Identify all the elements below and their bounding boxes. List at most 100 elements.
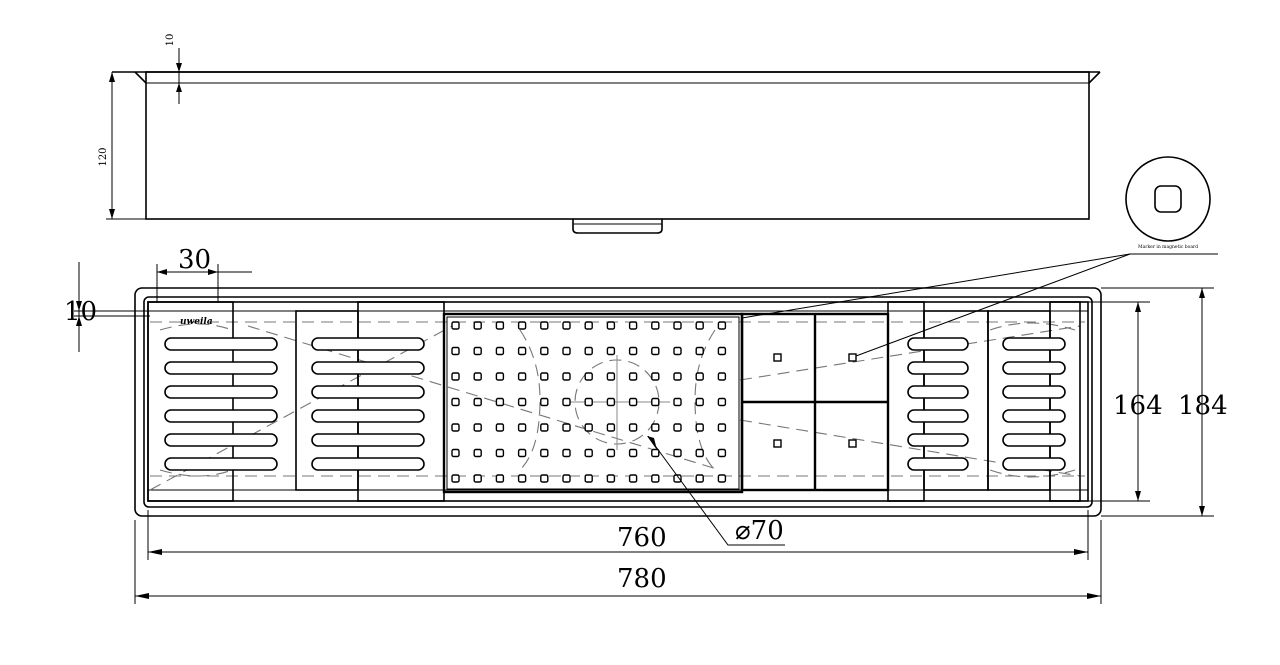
rim-offset-dim: 10: [64, 297, 97, 327]
perforation-hole: [517, 346, 527, 356]
drain-slot: [164, 409, 278, 423]
perforation-hole: [606, 321, 616, 330]
drain-slot: [1002, 385, 1066, 399]
perforation-hole: [451, 372, 460, 381]
drain-slot: [311, 385, 425, 399]
perforation-hole: [584, 321, 593, 330]
perforation-hole: [628, 321, 638, 330]
outer-length-dim: 780: [617, 564, 667, 594]
perforation-hole: [495, 346, 505, 356]
perforation-hole: [495, 372, 505, 381]
perforation-hole: [451, 448, 460, 458]
perforation-hole: [695, 321, 704, 330]
perforation-hole: [451, 346, 460, 356]
perforation-hole: [473, 448, 482, 458]
perforation-hole: [673, 397, 682, 407]
perforation-holes: [451, 321, 727, 483]
perforation-hole: [606, 346, 616, 356]
perforation-hole: [584, 372, 593, 381]
drain-slot: [907, 385, 969, 399]
perforation-hole: [673, 474, 682, 483]
perforation-hole: [540, 448, 549, 458]
perforation-hole: [717, 423, 727, 432]
perforation-hole: [651, 372, 660, 381]
perforation-hole: [473, 474, 482, 483]
perforation-hole: [517, 474, 527, 483]
perforation-hole: [651, 321, 660, 330]
perforation-hole: [717, 346, 727, 356]
perforation-hole: [562, 321, 571, 330]
perforation-hole: [584, 423, 593, 432]
perforation-hole: [495, 423, 505, 432]
drain-slot: [164, 337, 278, 351]
perforation-hole: [695, 423, 704, 432]
drain-slot: [1002, 433, 1066, 447]
perforation-hole: [540, 346, 549, 356]
drain-slot: [164, 385, 278, 399]
perforation-hole: [628, 346, 638, 356]
perforation-hole: [717, 321, 727, 330]
perforation-hole: [695, 448, 704, 458]
inner-length-dim: 760: [617, 523, 667, 553]
drain-slot: [907, 433, 969, 447]
perforation-hole: [717, 372, 727, 381]
perforation-hole: [451, 397, 460, 407]
perforation-hole: [628, 397, 638, 407]
perforation-hole: [495, 448, 505, 458]
perforation-hole: [606, 448, 616, 458]
perforation-hole: [473, 372, 482, 381]
perforation-hole: [673, 423, 682, 432]
inner-width-dim: 164: [1113, 391, 1163, 421]
drain-slot: [1002, 361, 1066, 375]
perforation-hole: [562, 372, 571, 381]
perforation-hole: [584, 448, 593, 458]
rim-width-dim: 30: [178, 245, 211, 275]
perforation-hole: [673, 372, 682, 381]
perforation-hole: [562, 346, 571, 356]
perforation-hole: [540, 474, 549, 483]
drain-slot: [311, 457, 425, 471]
perforation-hole: [628, 423, 638, 432]
perforation-hole: [540, 397, 549, 407]
perforation-hole: [606, 474, 616, 483]
dimension-lines: [74, 262, 1214, 604]
perforation-hole: [695, 372, 704, 381]
side-depth-dim: 120: [98, 147, 109, 166]
perforation-hole: [628, 372, 638, 381]
perforation-hole: [584, 397, 593, 407]
drain-slot: [907, 457, 969, 471]
perforation-hole: [606, 372, 616, 381]
outer-width-dim: 184: [1178, 391, 1228, 421]
perforation-hole: [517, 423, 527, 432]
side-flange-dim: 10: [165, 34, 176, 47]
perforation-hole: [517, 372, 527, 381]
perforation-hole: [451, 474, 460, 483]
perforation-hole: [695, 474, 704, 483]
perforation-hole: [651, 346, 660, 356]
drainer-slots: [164, 337, 1066, 471]
drain-slot: [311, 361, 425, 375]
perforation-hole: [606, 397, 616, 407]
drain-slot: [164, 457, 278, 471]
perforation-hole: [473, 423, 482, 432]
perforation-hole: [673, 321, 682, 330]
perforation-hole: [562, 397, 571, 407]
drain-slot: [1002, 457, 1066, 471]
perforation-hole: [651, 474, 660, 483]
perforation-hole: [673, 448, 682, 458]
brand-logo: uweila: [180, 317, 213, 327]
drain-slot: [907, 361, 969, 375]
perforation-hole: [562, 448, 571, 458]
perforation-hole: [695, 346, 704, 356]
drain-slot: [907, 409, 969, 423]
perforation-hole: [473, 346, 482, 356]
perforation-hole: [451, 423, 460, 432]
perforation-hole: [628, 474, 638, 483]
perforation-hole: [584, 474, 593, 483]
perforation-hole: [540, 372, 549, 381]
perforation-hole: [651, 448, 660, 458]
perforation-hole: [717, 448, 727, 458]
perforation-hole: [673, 346, 682, 356]
perforation-hole: [517, 321, 527, 330]
detail-note: Marker in magnetic board: [1138, 244, 1198, 250]
